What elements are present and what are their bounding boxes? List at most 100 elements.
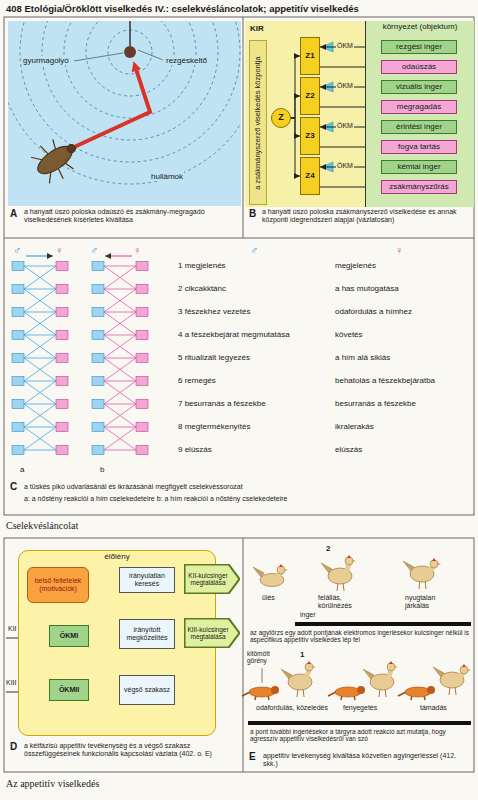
node-text: rezgési inger xyxy=(396,43,442,52)
chain-square xyxy=(136,354,148,363)
hen-beak xyxy=(438,563,441,565)
chain-square xyxy=(12,331,24,340)
chain-line xyxy=(104,404,136,405)
text-label: a tüskés pikó udvarlásánál és ikrázásáná… xyxy=(24,483,424,491)
text-label: 2 cikcakktánc xyxy=(178,284,330,293)
text-label: a xyxy=(20,465,24,474)
chain-line xyxy=(24,427,56,450)
chain-square xyxy=(92,331,104,340)
water-panel xyxy=(0,0,262,206)
chain-line xyxy=(104,266,136,267)
node-text: a zsákmányszerző viselkedés központja xyxy=(254,56,262,189)
hen xyxy=(363,661,398,697)
node-text: ÖKMI xyxy=(60,632,78,640)
chain-line xyxy=(104,312,136,313)
brain-stimulation xyxy=(248,721,471,725)
text-label: 1 xyxy=(300,650,304,659)
chain-square xyxy=(56,354,68,363)
text-label: felállás, körülnézés xyxy=(318,594,370,610)
text-label: ÖKM xyxy=(336,42,354,50)
node-text: Z2 xyxy=(305,92,314,101)
chain-arrow xyxy=(26,255,53,256)
text-label: az agytörzs egy adott pontjának elektrom… xyxy=(250,629,471,644)
water-panel xyxy=(74,53,123,61)
chain-square xyxy=(136,285,148,294)
text-label: elúszás xyxy=(335,445,471,454)
chain-square xyxy=(12,377,24,386)
connector xyxy=(291,56,300,118)
text-label: C xyxy=(10,481,17,493)
chain-line xyxy=(104,289,136,312)
chain-square xyxy=(56,423,68,432)
text-label: D xyxy=(10,741,17,753)
nervous-panel xyxy=(245,21,365,207)
chain-line xyxy=(24,381,56,404)
hen-beak xyxy=(353,560,356,562)
ferret xyxy=(242,686,279,700)
chain-square xyxy=(136,377,148,386)
text-label: 1 megjelenés xyxy=(178,261,330,270)
text-label: ÖKM xyxy=(336,82,354,90)
chain-line xyxy=(24,312,56,335)
hen-comb xyxy=(389,661,393,664)
frame xyxy=(243,17,244,238)
chain-line xyxy=(24,266,56,267)
text-label: gyurmagolyó xyxy=(22,56,70,65)
text-label: ÖKM xyxy=(336,162,354,170)
text-label: ♂ xyxy=(250,244,258,257)
node-text: Z4 xyxy=(305,172,314,181)
chain-line xyxy=(104,289,136,312)
connector xyxy=(291,96,300,118)
node-text: Z3 xyxy=(305,132,314,141)
node-text: kémiai inger xyxy=(397,163,440,172)
hen-body xyxy=(440,672,464,688)
chain-square xyxy=(92,446,104,455)
chain-line xyxy=(104,335,136,358)
hen xyxy=(433,664,471,695)
hen-head xyxy=(387,663,395,671)
hen-neck xyxy=(306,670,309,679)
node-text: vizuális inger xyxy=(396,83,442,92)
process-box: érintési inger xyxy=(381,120,457,134)
frame xyxy=(4,17,474,515)
text-label: KIII xyxy=(6,679,17,687)
process-box: vizuális inger xyxy=(381,80,457,94)
text-label: 6 remegés xyxy=(178,376,330,385)
hen-head xyxy=(277,566,285,574)
process-box: ÖKMII xyxy=(49,679,89,701)
hen-beak xyxy=(395,666,398,668)
text-label: a hanyatt úszó poloska odaúszó és zsákmá… xyxy=(24,208,239,224)
hen xyxy=(403,558,441,589)
chain-line xyxy=(24,427,56,428)
chain-square xyxy=(92,400,104,409)
text-label: támadás xyxy=(420,704,447,712)
node-text: érintési inger xyxy=(396,123,442,132)
arrow-outline xyxy=(185,619,240,648)
chain-square xyxy=(92,308,104,317)
process-box: irányított megközelítés xyxy=(119,619,175,649)
text-label: KIR xyxy=(250,24,264,33)
node-text: irányított megközelítés xyxy=(122,626,172,641)
node-text: KII-kulcsinger megtalálása xyxy=(186,572,230,586)
text-label: behatolás a fészekbejáratba xyxy=(335,376,471,385)
frame xyxy=(4,238,474,239)
chain-square xyxy=(136,400,148,409)
process-box: a zsákmányszerző viselkedés központja xyxy=(249,40,267,205)
chain-line xyxy=(24,266,56,289)
ferret-body xyxy=(249,687,275,697)
text-label: megjelenés xyxy=(335,261,471,270)
text-label: ♂ xyxy=(13,244,21,257)
water-panel xyxy=(8,21,241,184)
chain-line xyxy=(104,404,136,427)
hen-comb xyxy=(432,558,436,561)
chain-square xyxy=(92,377,104,386)
chain-line xyxy=(104,358,136,359)
chain-line xyxy=(104,266,136,289)
chain-square xyxy=(56,262,68,271)
chain-line xyxy=(104,358,136,381)
chain-line xyxy=(104,450,136,451)
text-label: a kétfázisú appetitív tevékenység és a v… xyxy=(24,742,238,758)
chain-line xyxy=(24,358,56,381)
water-panel xyxy=(72,66,150,148)
node-text: zsákmányszűrás xyxy=(389,183,449,192)
